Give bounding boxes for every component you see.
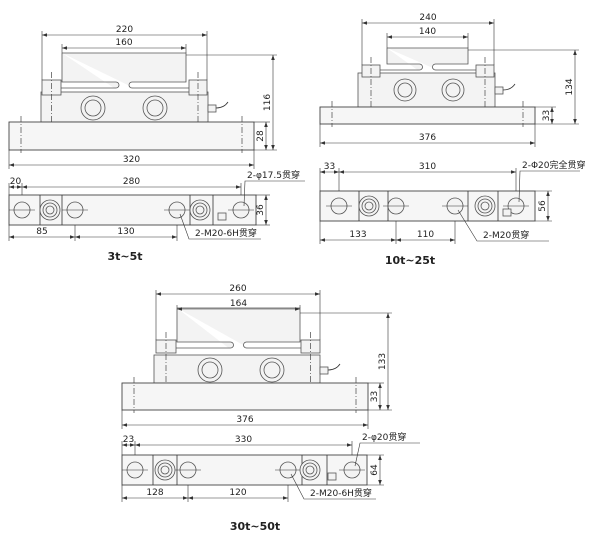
front-view: 240 140 134 33 376 — [319, 13, 579, 147]
base-plate — [319, 106, 536, 125]
dim-plan-width: 56 — [538, 200, 548, 212]
dim-edge-offset: 20 — [10, 177, 22, 187]
dim-hole-spacing: 280 — [123, 177, 140, 187]
dim-hole-spacing: 310 — [419, 162, 436, 172]
dim-offset-a: 133 — [349, 230, 366, 240]
load-cell-body — [357, 72, 496, 108]
dim-base-length: 320 — [123, 155, 140, 165]
drawing-title: 3t~5t — [107, 250, 142, 263]
dim-base-height: 33 — [370, 391, 380, 402]
counterbore-circle — [195, 205, 205, 215]
top-mounting-plate — [167, 307, 310, 349]
drawing-10t-25t: 240 140 134 33 376 33 310 56 133 110 2-Φ20完全贯穿 2-M2… — [319, 13, 586, 267]
plan-view: 23 330 64 128 120 2-φ20贯穿 2-M20-6H贯穿 — [121, 431, 420, 502]
dim-offset-a: 128 — [146, 488, 163, 498]
thread-note: 2-M20贯穿 — [483, 229, 529, 241]
hole-note: 2-φ17.5贯穿 — [247, 169, 300, 181]
dim-edge-offset: 23 — [123, 435, 134, 445]
front-view: 220 160 116 28 320 — [8, 25, 277, 169]
dim-offset-b: 130 — [117, 227, 134, 237]
plan-view: 33 310 56 133 110 2-Φ20完全贯穿 2-M20贯穿 — [319, 159, 586, 244]
counterbore-circle — [160, 465, 170, 475]
drawing-3t-5t: 220 160 116 28 320 20 280 36 85 130 2-φ17.5贯穿 2-M20… — [8, 25, 305, 263]
dim-height: 134 — [565, 78, 575, 95]
dim-plan-width: 36 — [256, 204, 266, 216]
dim-hole-spacing: 330 — [235, 435, 252, 445]
dim-edge-offset: 33 — [324, 162, 335, 172]
dim-base-length: 376 — [236, 415, 253, 425]
counterbore-circle — [480, 201, 490, 211]
dim-plate-width: 160 — [115, 38, 132, 48]
counterbore-circle — [45, 205, 55, 215]
cable-gland-icon — [327, 472, 337, 481]
load-cell-body — [153, 354, 321, 384]
cable-gland-icon — [502, 208, 512, 217]
plan-view: 20 280 36 85 130 2-φ17.5贯穿 2-M20-6H贯穿 — [8, 169, 305, 241]
drawing-title: 10t~25t — [385, 254, 435, 267]
base-plate — [121, 382, 369, 411]
dim-base-height: 28 — [256, 130, 266, 142]
dim-overall-width: 240 — [419, 13, 436, 23]
load-cell-body — [40, 91, 209, 123]
dim-plate-width: 164 — [230, 299, 247, 309]
dim-base-height: 33 — [542, 110, 552, 121]
hole-note: 2-φ20贯穿 — [362, 431, 406, 443]
thread-note: 2-M20-6H贯穿 — [310, 487, 372, 499]
counterbore-circle — [364, 201, 374, 211]
base-plate-plan — [319, 190, 536, 222]
cable-gland-icon — [217, 212, 227, 221]
dim-height: 133 — [378, 353, 388, 370]
dim-offset-b: 120 — [229, 488, 246, 498]
dim-offset-b: 110 — [417, 230, 434, 240]
dim-offset-a: 85 — [36, 227, 47, 237]
base-plate — [8, 121, 255, 151]
hole-note: 2-Φ20完全贯穿 — [522, 159, 586, 171]
cable-gland-icon — [319, 366, 329, 375]
dim-overall-width: 260 — [229, 284, 246, 294]
dim-plan-width: 64 — [370, 464, 380, 476]
top-mounting-plate — [377, 47, 478, 71]
dim-overall-width: 220 — [116, 25, 133, 35]
dim-height: 116 — [263, 94, 273, 111]
front-view: 260 164 133 33 376 — [121, 284, 392, 429]
drawing-30t-50t: 260 164 133 33 376 23 330 64 128 120 2-φ20贯穿 2-M20-… — [121, 284, 420, 533]
dim-base-length: 376 — [419, 133, 436, 143]
top-mounting-plate — [52, 52, 196, 89]
thread-note: 2-M20-6H贯穿 — [195, 227, 257, 239]
cable-gland-icon — [494, 86, 504, 95]
counterbore-circle — [305, 465, 315, 475]
cable-gland-icon — [207, 104, 217, 113]
dim-plate-width: 140 — [419, 27, 436, 37]
drawing-title: 30t~50t — [230, 520, 280, 533]
